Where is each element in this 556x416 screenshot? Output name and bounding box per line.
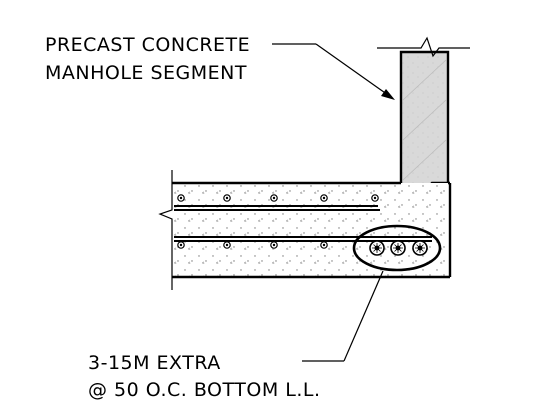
bottom-rebar-dots [177,241,328,249]
top-rebar-layer [174,194,380,211]
concrete-base-slab [172,181,452,279]
segment-leader [272,43,395,100]
top-break-line [377,36,470,58]
bottom-rebar-layer [174,236,432,249]
top-rebar-dots [177,194,379,202]
rebar-label-line1: 3-15M EXTRA [88,352,221,374]
rebar-label-line2: @ 50 O.C. BOTTOM L.L. [88,379,321,401]
rebar-leader [302,270,384,362]
segment-label-line2: MANHOLE SEGMENT [45,62,247,84]
slab-break-line [158,170,173,290]
segment-label-line1: PRECAST CONCRETE [45,34,250,56]
extra-rebar-group [352,224,442,272]
